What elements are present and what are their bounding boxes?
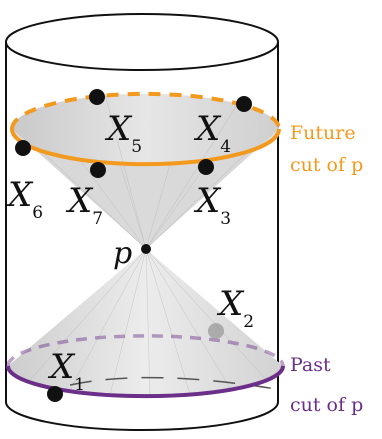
past-cut-label-line2: cut of p [290, 394, 363, 416]
future-cut-back-arc [10, 91, 281, 130]
point-x2-label: X2 [216, 284, 254, 332]
apex-point [141, 244, 151, 254]
point-x3-label: X3 [193, 181, 231, 229]
point-x7-label: X7 [65, 181, 103, 229]
future-cut-label-line2: cut of p [290, 154, 363, 176]
future-cone-rulings [39, 93, 251, 250]
point-x5-label: X5 [104, 109, 142, 157]
cylinder-top-rim [5, 13, 279, 71]
past-cut-back-arc [6, 334, 285, 367]
point-x5-dot [89, 89, 105, 105]
point-labels: X5 X4 X6 X7 X3 X2 X1 [5, 109, 254, 395]
event-points [15, 89, 252, 402]
cylinder [5, 13, 279, 431]
future-cut-label: Future cut of p [290, 122, 363, 176]
point-x6-label: X6 [5, 175, 43, 223]
past-cone-rulings [29, 248, 266, 397]
past-cone-surface [8, 249, 283, 397]
future-cone-underside [12, 129, 279, 249]
point-x6-dot [15, 140, 31, 156]
past-cut-label: Past cut of p [290, 354, 363, 416]
future-cone [10, 91, 281, 250]
future-cut-label-line1: Future [290, 122, 356, 144]
point-x7-dot [90, 162, 106, 178]
point-x1-label: X1 [47, 347, 85, 395]
point-x1-dot [47, 386, 63, 402]
past-cone [6, 248, 285, 399]
past-cut-label-line1: Past [290, 354, 331, 376]
past-cut-front-arc [6, 365, 285, 399]
point-x2-dot [208, 323, 224, 339]
point-x3-dot [198, 159, 214, 175]
apex-label: p [113, 236, 132, 271]
point-x4-label: X4 [193, 109, 231, 157]
cylinder-bottom-rim [5, 401, 279, 431]
point-x4-dot [236, 96, 252, 112]
